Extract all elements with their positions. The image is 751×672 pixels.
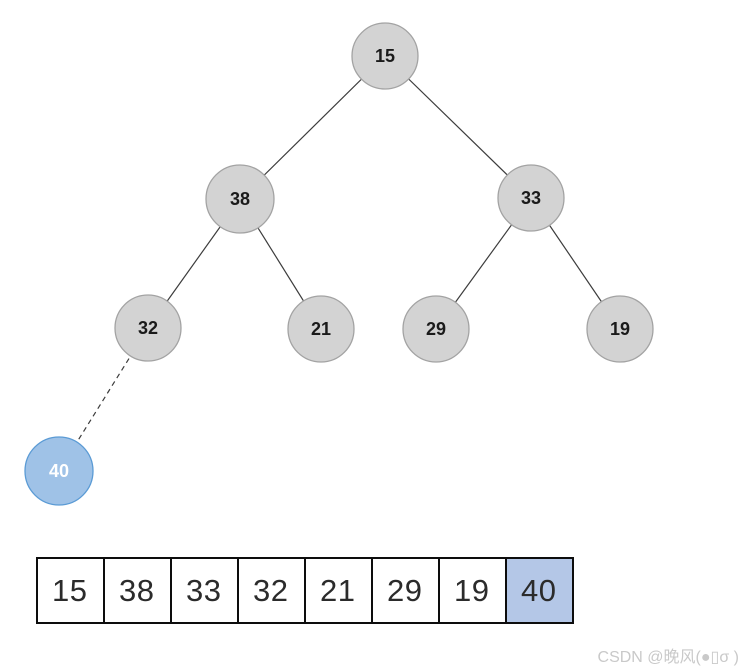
tree-node-19: 19 xyxy=(586,295,654,363)
tree-node-15: 15 xyxy=(351,22,419,90)
binary-tree-diagram: 15 38 33 32 21 29 19 40 xyxy=(24,22,654,506)
tree-node-32: 32 xyxy=(114,294,182,362)
tree-node-40: 40 xyxy=(24,436,94,506)
node-circle-32 xyxy=(114,294,182,362)
node-label-29: 29 xyxy=(426,319,446,339)
node-label-19: 19 xyxy=(610,319,630,339)
node-circle-38 xyxy=(205,164,275,234)
node-circle-15 xyxy=(351,22,419,90)
array-cell-3: 32 xyxy=(237,557,306,624)
node-circle-29 xyxy=(402,295,470,363)
node-label-40: 40 xyxy=(49,461,69,481)
node-circle-40 xyxy=(24,436,94,506)
node-circle-21 xyxy=(287,295,355,363)
tree-node-33: 33 xyxy=(497,164,565,232)
tree-node-21: 21 xyxy=(287,295,355,363)
array-cell-1: 38 xyxy=(103,557,172,624)
array-cell-7: 40 xyxy=(505,557,574,624)
node-label-32: 32 xyxy=(138,318,158,338)
node-label-15: 15 xyxy=(375,46,395,66)
array-cell-5: 29 xyxy=(371,557,440,624)
array-cell-4: 21 xyxy=(304,557,373,624)
array-cell-6: 19 xyxy=(438,557,507,624)
tree-node-38: 38 xyxy=(205,164,275,234)
node-circle-33 xyxy=(497,164,565,232)
node-label-38: 38 xyxy=(230,189,250,209)
tree-edge-15-33 xyxy=(384,55,532,199)
node-label-21: 21 xyxy=(311,319,331,339)
tree-node-29: 29 xyxy=(402,295,470,363)
node-label-33: 33 xyxy=(521,188,541,208)
watermark: CSDN @晚风(●▯σ ) xyxy=(597,649,739,666)
node-circle-19 xyxy=(586,295,654,363)
array-cell-0: 15 xyxy=(36,557,105,624)
array-cell-2: 33 xyxy=(170,557,239,624)
